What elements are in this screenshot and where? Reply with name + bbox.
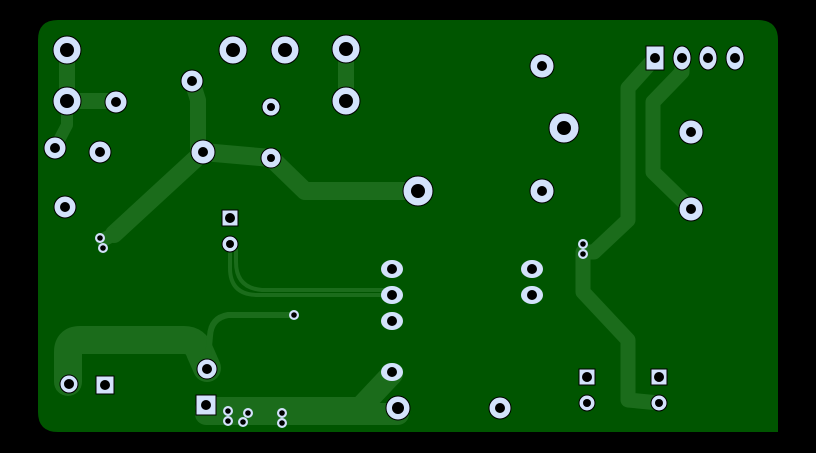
drill-hole	[267, 103, 275, 111]
via-hole	[279, 420, 285, 426]
via-hole	[245, 410, 251, 416]
drill-hole	[60, 43, 74, 57]
drill-hole	[339, 94, 353, 108]
drill-hole	[650, 53, 660, 63]
drill-hole	[60, 94, 74, 108]
drill-hole	[198, 147, 208, 157]
drill-hole	[527, 264, 537, 274]
trace-thin-1	[228, 242, 394, 297]
via-hole	[240, 419, 246, 425]
drill-hole	[655, 399, 663, 407]
drill-hole	[537, 61, 547, 71]
drill-hole	[202, 364, 212, 374]
trace-right-3	[575, 246, 667, 411]
via-hole	[291, 312, 297, 318]
drill-hole	[50, 143, 60, 153]
drill-hole	[654, 372, 664, 382]
drill-hole	[411, 184, 425, 198]
via-hole	[580, 241, 586, 247]
drill-hole	[527, 290, 537, 300]
drill-hole	[64, 379, 74, 389]
drill-hole	[392, 402, 404, 414]
drill-hole	[278, 43, 292, 57]
drill-hole	[583, 399, 591, 407]
drill-hole	[95, 147, 105, 157]
drill-hole	[686, 127, 696, 137]
drill-hole	[225, 213, 235, 223]
drill-hole	[686, 204, 696, 214]
drill-hole	[387, 264, 397, 274]
drill-hole	[730, 53, 740, 63]
drill-hole	[582, 372, 592, 382]
drill-hole	[677, 53, 687, 63]
trace-power	[54, 326, 221, 396]
drill-hole	[387, 367, 397, 377]
drill-hole	[387, 316, 397, 326]
trace-thin-2	[234, 248, 394, 292]
trace-right-1	[575, 50, 663, 260]
drill-hole	[267, 154, 275, 162]
via-hole	[225, 418, 231, 424]
via-hole	[97, 235, 103, 241]
trace-thin-3	[204, 312, 297, 372]
drill-hole	[387, 290, 397, 300]
drill-hole	[557, 121, 571, 135]
via-hole	[225, 408, 231, 414]
drill-hole	[111, 97, 121, 107]
via-hole	[100, 245, 106, 251]
drill-hole	[703, 53, 713, 63]
drill-hole	[537, 186, 547, 196]
drill-hole	[495, 403, 505, 413]
board-outline	[38, 20, 778, 432]
drill-hole	[226, 240, 234, 248]
drill-hole	[339, 42, 353, 56]
drill-hole	[226, 43, 240, 57]
drill-hole	[60, 202, 70, 212]
drill-hole	[201, 400, 211, 410]
via-hole	[580, 251, 586, 257]
pads	[43, 34, 745, 428]
via-hole	[279, 410, 285, 416]
drill-hole	[100, 380, 110, 390]
drill-hole	[187, 76, 197, 86]
